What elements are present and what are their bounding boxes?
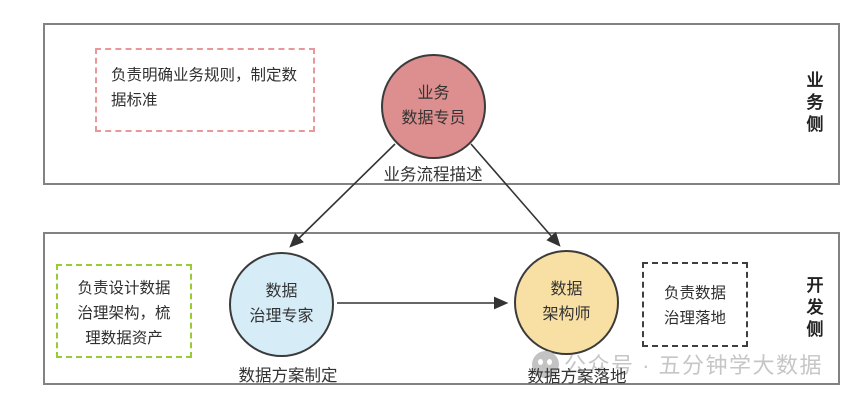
wechat-official-account-icon — [532, 350, 559, 378]
business-responsibility-note: 负责明确业务规则，制定数 据标准 — [95, 48, 315, 132]
landing-responsibility-note: 负责数据 治理落地 — [642, 262, 748, 347]
governance-node-caption: 数据方案制定 — [238, 367, 338, 385]
watermark-text: 公众号 · 五分钟学大数据 — [564, 353, 824, 378]
business-side-section — [43, 23, 840, 185]
business-side-label: 业务侧 — [803, 71, 823, 137]
business-node-caption: 业务流程描述 — [383, 166, 483, 184]
icon-eye-right — [547, 358, 552, 365]
development-side-section — [43, 232, 840, 385]
design-responsibility-note: 负责设计数据 治理架构，梳 理数据资产 — [56, 264, 192, 358]
data-architect-node: 数据 架构师 — [514, 250, 619, 355]
data-governance-expert-node: 数据 治理专家 — [229, 252, 334, 357]
icon-eye-left — [538, 358, 543, 365]
watermark: 公众号 · 五分钟学大数据 — [532, 348, 823, 380]
development-side-label: 开发侧 — [803, 275, 823, 342]
business-data-specialist-node: 业务 数据专员 — [381, 54, 486, 159]
architect-node-caption: 数据方案落地 — [527, 368, 627, 386]
